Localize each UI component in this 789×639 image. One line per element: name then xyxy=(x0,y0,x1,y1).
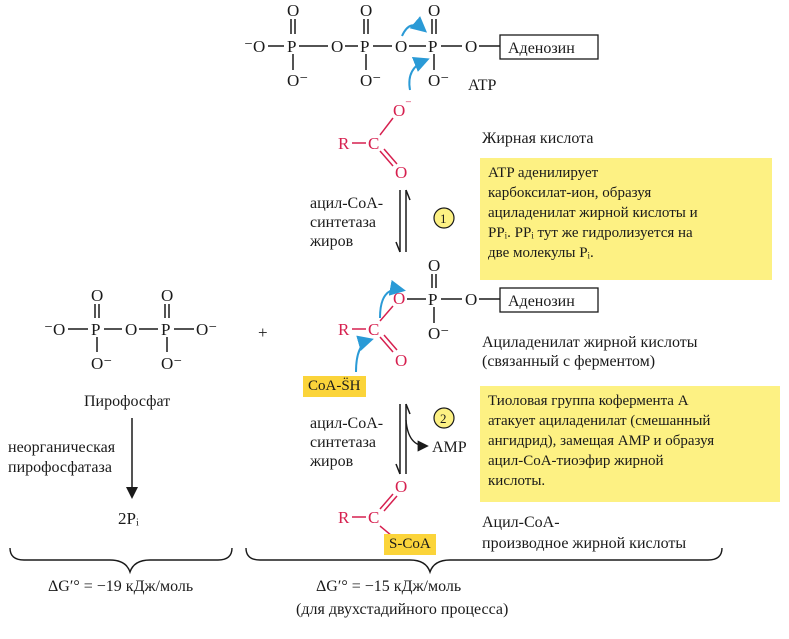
svg-text:O⁻: O⁻ xyxy=(91,354,112,373)
svg-text:O: O xyxy=(395,37,407,56)
step2-arrows: AMP ацил-CoA- синтетаза жиров 2 xyxy=(309,403,467,475)
svg-text:O: O xyxy=(91,286,103,305)
step2-number: 2 xyxy=(440,411,447,426)
svg-text:O⁻: O⁻ xyxy=(428,324,449,343)
amp-label: AMP xyxy=(432,439,467,456)
svg-text:O: O xyxy=(465,37,477,56)
step1-line1: ATP аденилирует xyxy=(488,165,599,181)
product-label-1: Ацил-CoA- xyxy=(482,514,560,531)
svg-text:O⁻: O⁻ xyxy=(196,320,217,339)
step1-arrows: ацил-CoA- синтетаза жиров 1 xyxy=(309,189,455,253)
product-label-2: производное жирной кислоты xyxy=(482,535,686,552)
svg-text:O: O xyxy=(428,256,440,275)
svg-text:O: O xyxy=(395,351,407,370)
step1-number: 1 xyxy=(440,211,447,226)
step2-line1: Тиоловая группа кофермента A xyxy=(488,393,689,409)
svg-text:O: O xyxy=(395,477,407,496)
svg-text:⁻O: ⁻O xyxy=(244,37,265,56)
pyrophosphate-label: Пирофосфат xyxy=(84,393,170,410)
atp-adenosine: Аденозин xyxy=(508,40,575,57)
svg-text:R: R xyxy=(338,508,350,527)
step2-line3: ангидрид), замещая AMP и образуя xyxy=(488,433,715,449)
step2-note: Тиоловая группа кофермента A атакует аци… xyxy=(480,386,780,502)
svg-text:O: O xyxy=(428,1,440,20)
step1-note: ATP аденилирует карбоксилат-ион, образуя… xyxy=(480,158,772,280)
acyladenylate-structure: R C O O P O O O⁻ Аденозин Ациладенилат ж… xyxy=(338,256,698,373)
energy-right-note: (для двухстадийного процесса) xyxy=(296,601,508,618)
pyrophosphatase-line2: пирофосфатаза xyxy=(8,459,112,476)
fatty-acid-label: Жирная кислота xyxy=(482,130,593,147)
acyladenylate-label-1: Ациладенилат жирной кислоты xyxy=(482,334,698,351)
svg-text:O: O xyxy=(161,286,173,305)
step1-line4: PPᵢ. PPᵢ тут же гидролизуется на xyxy=(488,225,693,241)
energy-left: ΔG′° = −19 кДж/моль xyxy=(48,578,193,595)
svg-text:O⁻: O⁻ xyxy=(428,71,449,90)
svg-text:O: O xyxy=(125,320,137,339)
enzyme1-line2: синтетаза xyxy=(310,214,376,231)
s-coa-tag: S-CoA xyxy=(384,534,436,555)
svg-text:O: O xyxy=(393,101,405,120)
step1-line3: ациладенилат жирной кислоты и xyxy=(488,205,698,221)
atp-structure: ⁻O P O P O P O O O O O⁻ O⁻ O⁻ Аденозин A… xyxy=(244,1,599,94)
left-brace xyxy=(9,547,233,575)
svg-text:R: R xyxy=(338,134,350,153)
svg-text:P: P xyxy=(428,37,437,56)
enzyme1-line3: жиров xyxy=(309,233,354,250)
svg-text:O⁻: O⁻ xyxy=(161,354,182,373)
step2-line5: кислоты. xyxy=(488,473,546,489)
step1-line5: две молекулы Pᵢ. xyxy=(488,245,594,261)
svg-text:O: O xyxy=(393,289,405,308)
fatty-acid-structure: R C O ⁻ O Жирная кислота xyxy=(338,96,593,182)
acyladenylate-label-2: (связанный с ферментом) xyxy=(482,353,655,370)
svg-text:O: O xyxy=(395,163,407,182)
enzyme2-line3: жиров xyxy=(309,453,354,470)
svg-text:C: C xyxy=(368,134,379,153)
svg-text:O: O xyxy=(465,290,477,309)
svg-text:⁻O: ⁻O xyxy=(44,320,65,339)
svg-text:O⁻: O⁻ xyxy=(360,71,381,90)
step2-line2: атакует ациладенилат (смешанный xyxy=(488,413,711,429)
svg-text:C: C xyxy=(368,508,379,527)
svg-text:P: P xyxy=(91,320,100,339)
acyladenylate-adenosine: Аденозин xyxy=(508,293,575,310)
svg-text:O: O xyxy=(360,1,372,20)
two-pi: 2Pᵢ xyxy=(118,509,139,528)
right-brace xyxy=(245,547,723,575)
svg-text:P: P xyxy=(360,37,369,56)
enzyme1-line1: ацил-CoA- xyxy=(310,195,383,212)
svg-text:P: P xyxy=(287,37,296,56)
enzyme2-line1: ацил-CoA- xyxy=(310,415,383,432)
step1-line2: карбоксилат-ион, образуя xyxy=(488,185,652,201)
atp-label: ATP xyxy=(468,77,497,94)
svg-text:O: O xyxy=(287,1,299,20)
acyl-coa-structure: R C O Ацил-CoA- производное жирной кисло… xyxy=(338,477,686,552)
svg-text:O⁻: O⁻ xyxy=(287,71,308,90)
enzyme2-line2: синтетаза xyxy=(310,434,376,451)
svg-text:O: O xyxy=(331,37,343,56)
pyrophosphatase-line1: неорганическая xyxy=(8,439,116,456)
svg-text:⁻: ⁻ xyxy=(405,96,412,111)
svg-text:R: R xyxy=(338,320,350,339)
plus-sign: + xyxy=(258,323,268,342)
coa-sh-tag: CoA-S̈H xyxy=(303,376,366,397)
svg-text:C: C xyxy=(368,320,379,339)
pyrophosphate-structure: ⁻O P O P O⁻ O O O⁻ O⁻ Пирофосфат неорган… xyxy=(8,286,217,528)
energy-right: ΔG′° = −15 кДж/моль xyxy=(316,578,461,595)
step2-line4: ацил-CoA-тиоэфир жирной xyxy=(488,453,664,469)
svg-text:P: P xyxy=(161,320,170,339)
svg-text:P: P xyxy=(428,290,437,309)
